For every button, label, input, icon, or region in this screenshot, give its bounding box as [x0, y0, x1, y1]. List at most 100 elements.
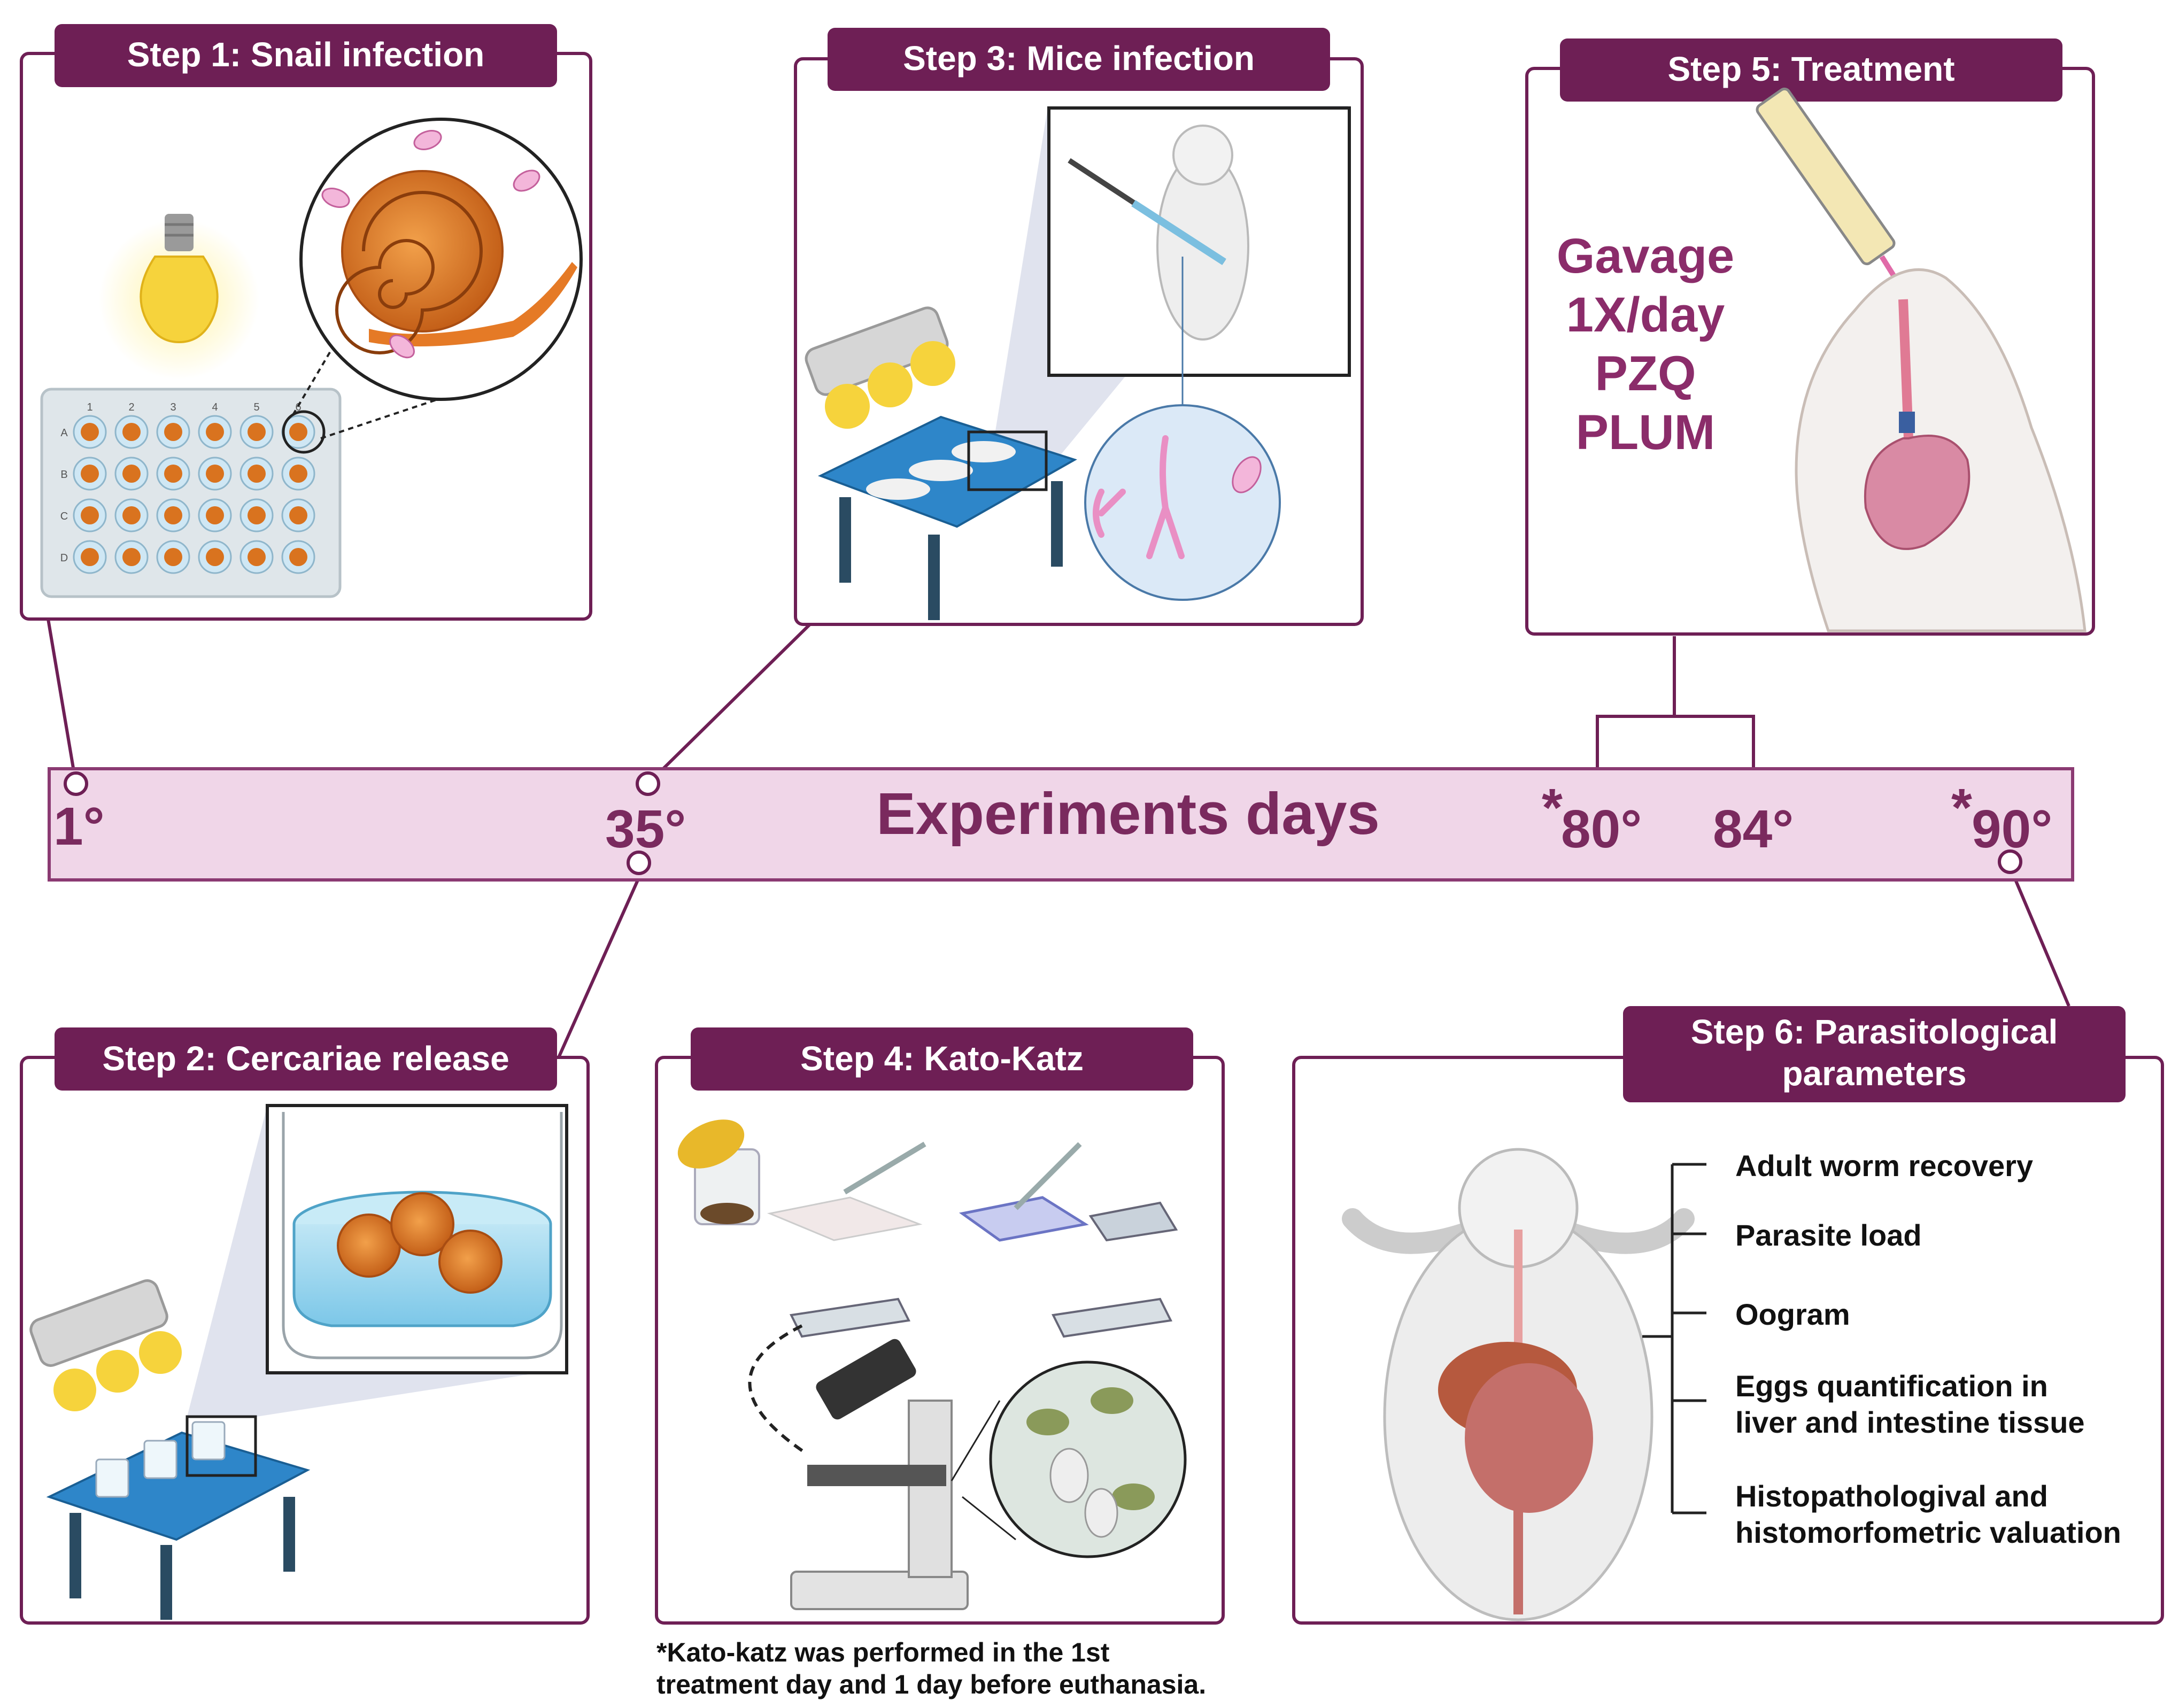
step5-badge: Step 5: Treatment	[1560, 38, 2062, 102]
miracidium-icon	[513, 169, 540, 192]
day-35: 35°	[605, 799, 686, 859]
plate-row-labels: A B C D	[60, 427, 68, 564]
connector-step5-bracket-right	[1674, 715, 1755, 769]
timeline-title: Experiments days	[876, 781, 1380, 847]
day-80: 80°	[1561, 799, 1642, 859]
plate-row-a: A	[60, 427, 68, 439]
param-parasite-load: Parasite load	[1735, 1218, 1922, 1252]
connector-step1	[47, 619, 78, 784]
snail-icon	[81, 548, 99, 566]
snail-icon	[122, 548, 141, 566]
timeline-markers	[64, 771, 2022, 875]
footnote-line2: treatment day and 1 day before euthanasi…	[656, 1670, 1206, 1699]
parameters-bracket	[1642, 1163, 1706, 1514]
param-histopathological-line2: histomorfometric valuation	[1735, 1516, 2121, 1549]
snail-icon	[81, 506, 99, 524]
lightbulb-icon	[99, 214, 259, 380]
plate-col-1: 1	[87, 401, 92, 413]
plate-column-labels: 1 2 3 4 5 6	[87, 401, 301, 413]
step3-badge: Step 3: Mice infection	[828, 28, 1330, 91]
well-plate: 1 2 3 4 5 6 A B C D	[40, 388, 342, 598]
beaker-inset	[266, 1104, 568, 1374]
highlighted-well	[282, 410, 326, 454]
plate-col-2: 2	[128, 401, 134, 413]
step4-title: Step 4: Kato-Katz	[800, 1039, 1084, 1078]
lamp-icon	[805, 306, 955, 429]
snail-icon	[164, 465, 182, 483]
egg-icon	[1084, 1488, 1118, 1538]
plate-col-5: 5	[253, 401, 259, 413]
snail-icon	[122, 465, 141, 483]
cercariae-magnified	[1084, 404, 1281, 601]
timeline-bar	[48, 767, 2074, 882]
snail-icon	[164, 548, 182, 566]
snail-icon	[122, 423, 141, 441]
blue-table	[817, 415, 1077, 620]
spatula-icon	[1014, 1142, 1082, 1210]
day-84: 84°	[1713, 799, 1794, 859]
param-eggs-quantification-line1: Eggs quantification in	[1735, 1369, 2048, 1403]
snail-icon	[81, 423, 99, 441]
step6-title-line2: parameters	[1782, 1054, 1966, 1093]
mouse-dissection-icon	[1342, 1148, 1695, 1621]
step3-illustration	[805, 106, 1351, 620]
day-80-asterisk: *	[1542, 778, 1563, 838]
miracidium-icon	[389, 334, 415, 359]
connector-step5-bracket	[1596, 636, 1676, 769]
connector-step2	[557, 877, 640, 1058]
snail-icon	[438, 1230, 503, 1294]
step2-badge: Step 2: Cercariae release	[55, 1027, 557, 1091]
snail-magnified	[299, 118, 583, 401]
miracidium-icon	[321, 188, 350, 208]
step1-title: Step 1: Snail infection	[127, 35, 485, 74]
step1-badge: Step 1: Snail infection	[55, 24, 557, 87]
step5-title: Step 5: Treatment	[1667, 50, 1954, 88]
step2-title: Step 2: Cercariae release	[102, 1039, 509, 1078]
microscope-icon	[790, 1339, 969, 1610]
step4-illustration	[677, 1119, 1187, 1610]
snail-icon	[206, 506, 224, 524]
snail-icon	[206, 465, 224, 483]
param-adult-worm-recovery: Adult worm recovery	[1735, 1149, 2033, 1183]
step2-illustration	[29, 1104, 568, 1620]
snail-icon	[248, 506, 266, 524]
timeline: Experiments days 1° 35° * 80° 84° * 90°	[48, 767, 2074, 882]
footnote-line1: *Kato-katz was performed in the 1st	[656, 1637, 1110, 1667]
snail-icon	[289, 423, 307, 441]
snail-icon	[248, 548, 266, 566]
lamp-icon	[29, 1279, 182, 1411]
plate-col-4: 4	[212, 401, 218, 413]
param-eggs-quantification-line2: liver and intestine tissue	[1735, 1405, 2085, 1439]
snail-icon	[206, 548, 224, 566]
treatment-line-4: PLUM	[1576, 405, 1716, 460]
snail-icon	[81, 465, 99, 483]
day-90: 90°	[1972, 799, 2052, 859]
snail-icon	[289, 548, 307, 566]
treatment-text: Gavage 1X/day PZQ PLUM	[1557, 229, 1734, 460]
plate-row-c: C	[60, 511, 68, 522]
day-1: 1°	[53, 797, 105, 856]
treatment-line-1: Gavage	[1557, 229, 1734, 283]
snail-icon	[164, 423, 182, 441]
egg-icon	[1049, 1448, 1089, 1503]
step6-illustration: Adult worm recovery Parasite load Oogram…	[1342, 1148, 2121, 1621]
connector-step3	[646, 623, 812, 785]
spatula-icon	[843, 1141, 926, 1195]
connector-step6	[2008, 866, 2070, 1007]
marker-step2	[627, 851, 651, 875]
step6-badge: Step 6: Parasitological parameters	[1623, 1006, 2126, 1102]
plate-row-b: B	[60, 469, 67, 481]
snail-icon	[289, 465, 307, 483]
treatment-line-3: PZQ	[1595, 346, 1696, 401]
eggs-magnified	[989, 1361, 1187, 1558]
miracidium-icon	[413, 130, 442, 150]
snail-icon	[341, 170, 504, 333]
mouse-inset	[1047, 106, 1351, 377]
parameters-list: Adult worm recovery Parasite load Oogram…	[1735, 1149, 2121, 1549]
marker-step6	[1998, 849, 2022, 874]
plate-wells	[73, 415, 315, 574]
marker-step1	[64, 771, 88, 796]
step3-title: Step 3: Mice infection	[903, 39, 1255, 78]
snail-icon	[289, 506, 307, 524]
day-90-asterisk: *	[1951, 778, 1972, 838]
